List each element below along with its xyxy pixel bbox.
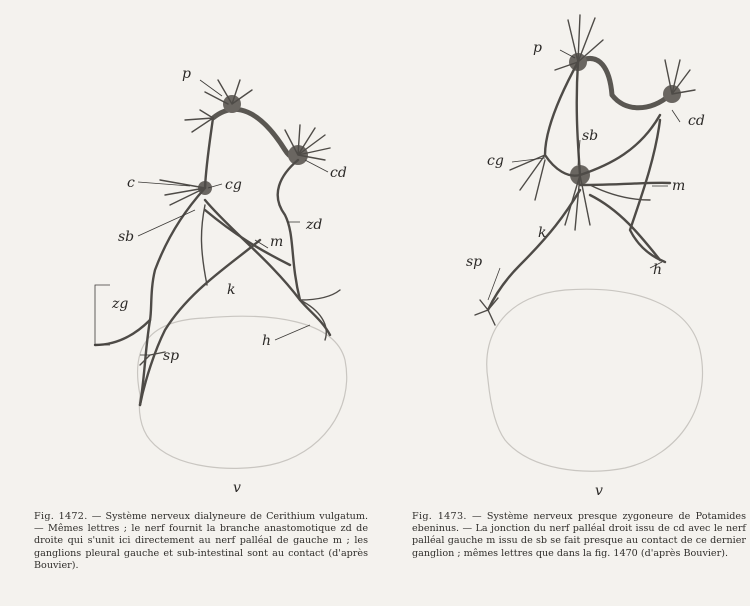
visceral-sac-outline-left: [138, 316, 347, 468]
label-h-left: h: [262, 333, 271, 349]
zg-bracket: [95, 285, 110, 345]
label-zd-left: zd: [305, 217, 322, 233]
label-c-left: c: [127, 175, 135, 191]
figure-1472-drawing: p c cg cd zd sb m k zg h sp v: [95, 66, 347, 496]
caption-number-1473: Fig. 1473.: [412, 511, 467, 522]
figures-plate: p c cg cd zd sb m k zg h sp v: [0, 0, 750, 500]
label-sp-right: sp: [466, 254, 482, 270]
caption-number-1472: Fig. 1472.: [34, 511, 88, 522]
label-m-left: m: [270, 234, 283, 250]
cerebral-commissure-right: [578, 58, 670, 107]
label-sp-left: sp: [163, 348, 179, 364]
label-zg-left: zg: [111, 296, 128, 312]
caption-fig-1473: Fig. 1473. — Système nerveux presque zyg…: [412, 511, 746, 560]
label-cg-right: cg: [487, 153, 504, 169]
label-m-right: m: [672, 178, 685, 194]
label-v-left: v: [233, 480, 241, 496]
label-k-left: k: [227, 282, 235, 298]
label-cd-left: cd: [330, 165, 347, 181]
caption-fig-1472: Fig. 1472. — Système nerveux dialyneure …: [34, 511, 368, 572]
label-sb-left: sb: [118, 229, 134, 245]
label-cg-left: cg: [225, 177, 242, 193]
label-sb-right: sb: [582, 128, 598, 144]
label-p-left: p: [182, 66, 191, 82]
visceral-sac-outline-right: [487, 289, 703, 471]
label-cd-right: cd: [688, 113, 705, 129]
label-k-right: k: [538, 225, 546, 241]
label-h-right: h: [653, 262, 662, 278]
label-v-right: v: [595, 483, 603, 499]
label-p-right: p: [533, 40, 542, 56]
figure-1473-drawing: p cd cg sb m k sp h v: [466, 15, 705, 499]
